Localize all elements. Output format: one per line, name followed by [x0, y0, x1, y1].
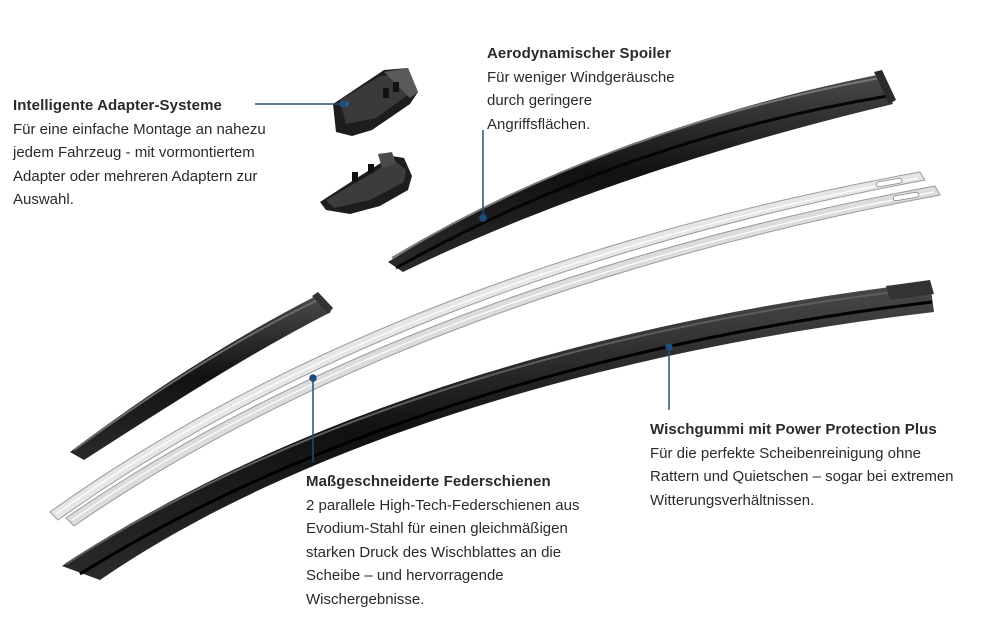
aerodynamic-spoiler: [388, 70, 896, 272]
callout-spring-title: Maßgeschneiderte Federschienen: [306, 473, 551, 490]
callout-adapter-systems: Intelligente Adapter-Systeme Für eine ei…: [13, 94, 313, 212]
callout-spring-body: 2 parallele High-Tech-Federschienen aus …: [306, 496, 580, 608]
spring-rails: [49, 171, 941, 527]
spoiler-end-piece: [70, 292, 333, 460]
adapter-top: [333, 68, 418, 136]
leader-lines: [255, 100, 673, 462]
callout-adapter-body: Für eine einfache Montage an nahezu jede…: [13, 120, 266, 209]
callout-spoiler-body: Für weniger Windgeräusche durch geringer…: [487, 68, 675, 133]
adapter-bottom: [320, 152, 412, 214]
callout-wiper-rubber: Wischgummi mit Power Protection Plus Für…: [650, 418, 1000, 512]
callout-rubber-title: Wischgummi mit Power Protection Plus: [650, 421, 937, 438]
callout-rubber-body: Für die perfekte Scheibenreinigung ohne …: [650, 444, 954, 509]
callout-aero-spoiler: Aerodynamischer Spoiler Für weniger Wind…: [487, 42, 727, 136]
callout-adapter-title: Intelligente Adapter-Systeme: [13, 97, 222, 114]
callout-spoiler-title: Aerodynamischer Spoiler: [487, 45, 672, 62]
wiper-rubber: [62, 280, 934, 580]
callout-spring-rails: Maßgeschneiderte Federschienen 2 paralle…: [306, 470, 626, 611]
